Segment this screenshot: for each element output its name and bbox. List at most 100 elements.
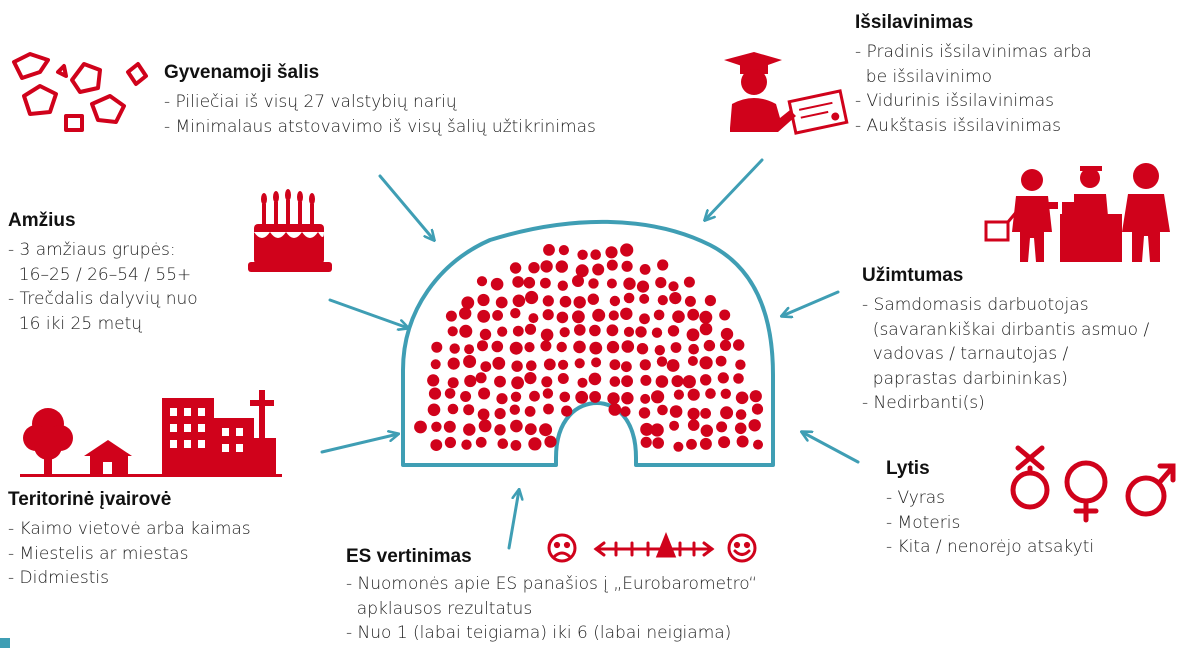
participant-dot <box>511 360 523 372</box>
participant-dot <box>510 308 521 319</box>
participant-dot <box>717 372 729 384</box>
participant-dot <box>666 359 680 372</box>
participant-dot <box>687 419 700 431</box>
participant-dot <box>720 406 734 420</box>
participant-dot <box>447 357 460 370</box>
participant-dot <box>736 435 749 448</box>
corner-mark <box>0 638 10 648</box>
participant-dot <box>590 249 601 260</box>
hemicycle-outline <box>401 219 775 467</box>
participant-dot <box>475 372 487 384</box>
category-item: 16–25 / 26–54 / 55+ <box>8 264 192 285</box>
participant-dot <box>496 393 508 405</box>
participant-dot <box>430 439 443 451</box>
participant-dot <box>657 259 669 271</box>
participant-dot <box>639 293 650 304</box>
participant-dot <box>606 278 617 289</box>
gender-symbols-icon <box>1010 445 1176 523</box>
participant-dot <box>528 313 539 324</box>
category-item: - Minimalaus atstovavimo iš visų šalių u… <box>164 116 596 137</box>
participant-dot <box>684 295 696 307</box>
participant-dot <box>492 310 503 321</box>
participant-dot <box>635 326 647 338</box>
participant-dot <box>544 435 557 448</box>
participant-dot <box>464 374 477 388</box>
category-education: Išsilavinimas - Pradinis išsilavinimas a… <box>855 12 1092 138</box>
participant-dot <box>461 296 475 310</box>
participant-dot <box>621 340 635 353</box>
participant-dot <box>577 377 588 388</box>
participant-dot <box>540 328 554 342</box>
arrow-country <box>378 174 434 240</box>
participant-dot <box>449 343 460 354</box>
participant-dot <box>510 391 522 402</box>
participant-dot <box>748 419 761 432</box>
category-item: - Kita / nenorėjo atsakyti <box>886 537 1095 557</box>
participant-dot <box>557 373 569 384</box>
participant-dot <box>621 392 634 405</box>
category-item: be išsilavinimo <box>855 66 993 87</box>
category-item: - Kaimo vietovė arba kaimas <box>8 519 251 539</box>
category-item: - Piliečiai iš visų 27 valstybių narių <box>164 92 457 112</box>
participant-dot <box>543 403 554 415</box>
category-item: - Aukštasis išsilavinimas <box>855 115 1061 136</box>
happy-face-icon <box>727 533 757 563</box>
participant-dot <box>640 436 652 448</box>
birthday-cake-icon <box>248 189 332 272</box>
participant-dot <box>672 310 685 324</box>
sad-face-icon <box>547 533 577 563</box>
participant-dot <box>589 391 601 403</box>
participant-dot <box>688 343 699 355</box>
category-eu-rating: ES vertinimas - Nuomonės apie ES panašio… <box>346 546 757 646</box>
participant-dot <box>477 340 488 352</box>
participant-dot <box>640 374 652 386</box>
participant-dot <box>682 375 696 389</box>
participant-dot <box>476 276 488 287</box>
participant-dot <box>655 375 669 388</box>
participant-dot <box>686 438 697 450</box>
participant-dot <box>510 440 522 451</box>
participant-dot <box>430 359 441 370</box>
participant-dot <box>699 310 713 324</box>
participant-dot <box>556 341 567 353</box>
participant-dot <box>447 377 459 389</box>
participant-dot <box>431 341 443 353</box>
satisfaction-scale-icon <box>547 531 757 563</box>
participant-dot <box>703 339 716 352</box>
participant-dot <box>704 295 717 307</box>
participant-dot <box>720 327 734 341</box>
participant-dot <box>653 309 665 321</box>
participant-dot <box>497 438 509 450</box>
participant-dot <box>540 340 552 352</box>
participant-dot <box>555 260 568 273</box>
participant-dot <box>751 403 764 415</box>
participant-dot <box>605 246 618 259</box>
participant-dot <box>529 390 540 402</box>
participant-dot <box>558 245 570 256</box>
arrow-employment <box>782 290 840 316</box>
participant-dot <box>620 406 631 417</box>
participant-dot <box>478 419 492 433</box>
participant-dot <box>478 387 491 400</box>
participant-dot <box>495 296 508 309</box>
participant-dot <box>718 436 731 449</box>
participant-dot <box>447 403 459 415</box>
participant-dot <box>542 295 554 307</box>
participant-dot <box>638 407 651 419</box>
participant-dot <box>606 324 619 337</box>
participant-dot <box>670 342 682 353</box>
participant-dot <box>539 423 553 437</box>
category-item: - Samdomasis darbuotojas <box>862 295 1089 315</box>
participant-dot <box>575 264 589 278</box>
participant-dot <box>556 311 569 324</box>
participant-dot <box>541 376 553 388</box>
participant-dot <box>509 262 522 274</box>
participant-dot <box>639 359 651 371</box>
participant-dot <box>652 437 664 449</box>
participant-dot <box>735 359 746 370</box>
participant-dot <box>557 280 568 291</box>
participant-dot <box>559 391 571 403</box>
participant-dot <box>623 292 635 304</box>
participant-dot <box>650 423 664 437</box>
participant-dot <box>608 310 619 321</box>
